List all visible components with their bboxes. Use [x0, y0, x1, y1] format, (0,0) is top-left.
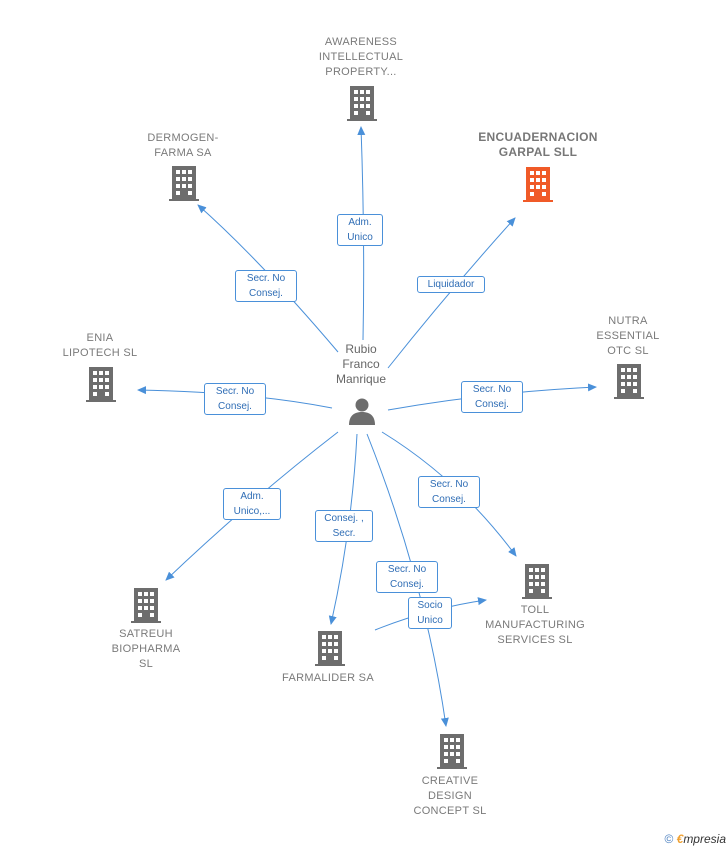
edge-label-enia: Secr. No Consej.: [204, 383, 266, 415]
brand-initial: €: [676, 832, 684, 846]
building-icon[interactable]: [614, 364, 644, 404]
building-icon[interactable]: [86, 367, 116, 407]
building-icon[interactable]: [315, 631, 345, 671]
node-awareness-label: AWARENESS INTELLECTUAL PROPERTY...: [318, 36, 404, 78]
building-icon[interactable]: [437, 734, 467, 774]
edge-label-awareness: Adm. Unico: [337, 214, 383, 246]
node-toll-label: TOLL MANUFACTURING SERVICES SL: [485, 604, 585, 646]
edge-label-farmalider: Consej. , Secr.: [315, 510, 373, 542]
node-dermogen-label: DERMOGEN- FARMA SA: [147, 132, 219, 159]
person-icon[interactable]: [347, 396, 377, 431]
node-satreuh-label: SATREUH BIOPHARMA SL: [111, 628, 181, 670]
edge-encuadernacion: [387, 217, 516, 369]
edge-label-encuadernacion: Liquidador: [417, 276, 485, 293]
building-icon[interactable]: [131, 588, 161, 628]
building-icon[interactable]: [523, 167, 553, 207]
edge-label-dermogen: Secr. No Consej.: [235, 270, 297, 302]
edge-label-farmalider-toll: Socio Unico: [408, 597, 452, 629]
edge-label-creative: Secr. No Consej.: [376, 561, 438, 593]
edge-label-toll: Secr. No Consej.: [418, 476, 480, 508]
brand-name: mpresia: [683, 832, 726, 846]
node-encuadernacion-label: ENCUADERNACION GARPAL SLL: [478, 130, 598, 159]
edge-dermogen: [197, 204, 339, 353]
building-icon[interactable]: [347, 86, 377, 126]
node-nutra-label: NUTRA ESSENTIAL OTC SL: [596, 315, 660, 357]
node-farmalider-label: FARMALIDER SA: [282, 672, 374, 684]
footer-brand[interactable]: © €mpresia: [664, 832, 726, 846]
building-icon[interactable]: [169, 166, 199, 206]
node-enia-label: ENIA LIPOTECH SL: [62, 332, 138, 359]
node-creative-label: CREATIVE DESIGN CONCEPT SL: [413, 775, 487, 817]
building-icon[interactable]: [522, 564, 552, 604]
edge-label-satreuh: Adm. Unico,...: [223, 488, 281, 520]
center-person-label: Rubio Franco Manrique: [335, 342, 387, 386]
edge-label-nutra: Secr. No Consej.: [461, 381, 523, 413]
copyright-icon: ©: [664, 832, 674, 846]
